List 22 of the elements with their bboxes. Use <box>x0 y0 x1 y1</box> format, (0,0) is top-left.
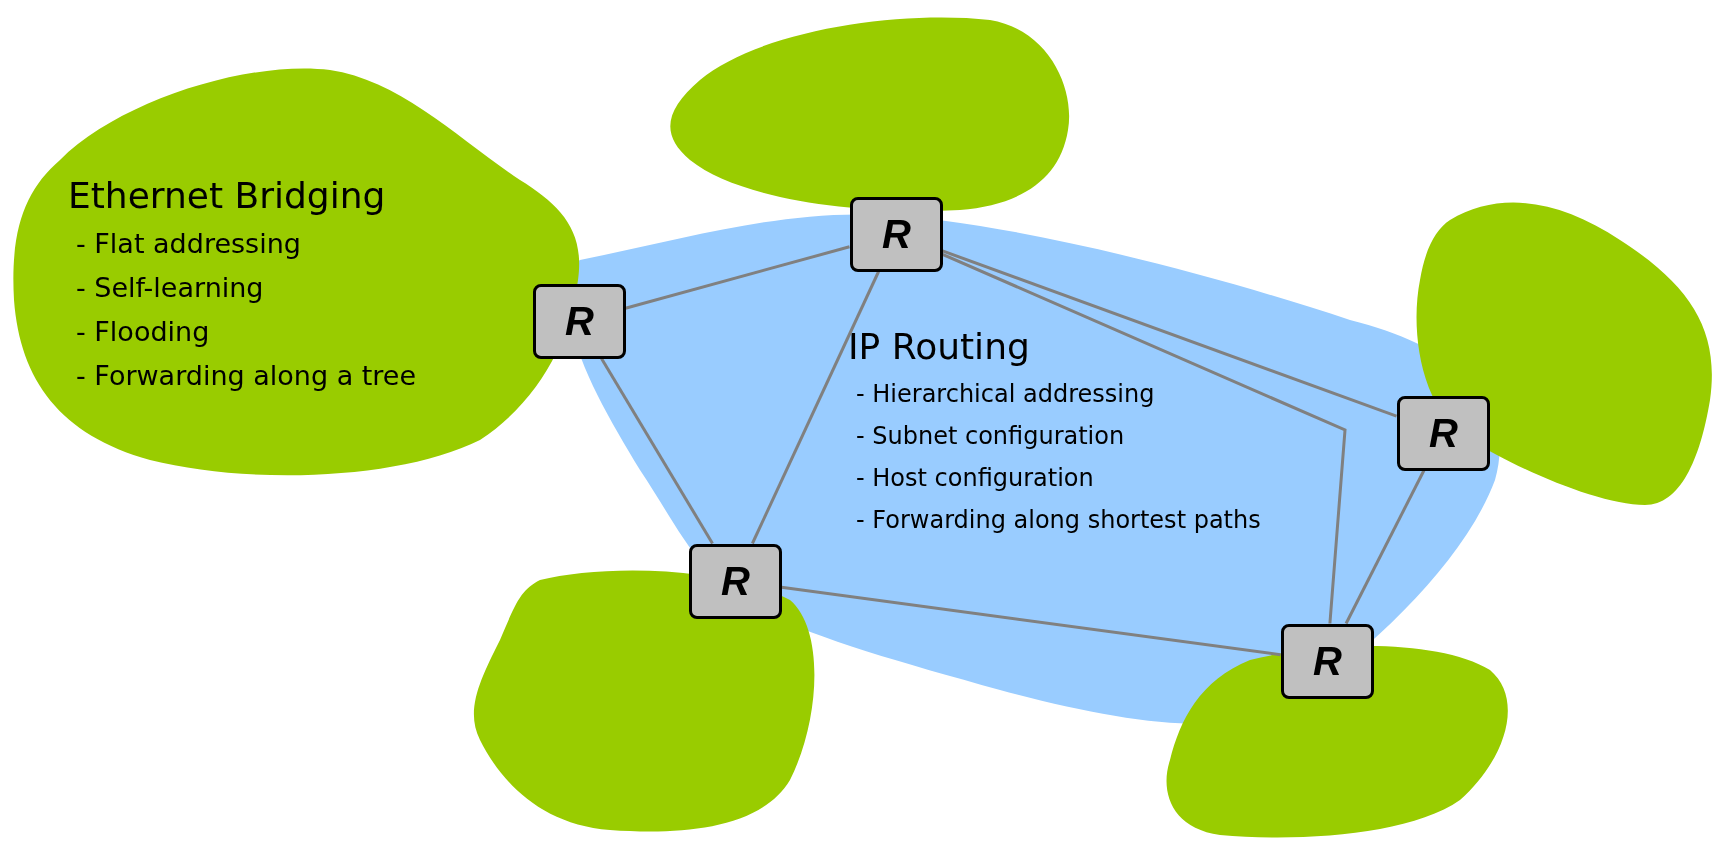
link-line <box>941 252 1347 624</box>
link-line <box>781 585 1281 657</box>
list-item: - Self-learning <box>75 271 265 305</box>
list-item: - Forwarding along a tree <box>75 359 417 393</box>
list-item: - Subnet configuration <box>855 421 1126 452</box>
list-item: - Hierarchical addressing <box>855 379 1156 410</box>
list-item: - Host configuration <box>855 463 1095 494</box>
link-line <box>1344 469 1426 625</box>
link-line <box>942 249 1397 418</box>
router-box: R <box>1397 396 1490 471</box>
router-box: R <box>533 284 626 359</box>
list-item: - Forwarding along shortest paths <box>855 505 1261 536</box>
router-box: R <box>850 197 943 272</box>
list-item: - Flooding <box>75 315 211 349</box>
list-item: - Flat addressing <box>75 227 302 261</box>
router-box: R <box>689 544 782 619</box>
link-line <box>751 270 880 545</box>
region-heading: Ethernet Bridging <box>68 174 387 218</box>
region-heading: IP Routing <box>848 325 1031 369</box>
router-box: R <box>1281 624 1374 699</box>
link-line <box>625 245 850 310</box>
link-line <box>600 357 714 545</box>
